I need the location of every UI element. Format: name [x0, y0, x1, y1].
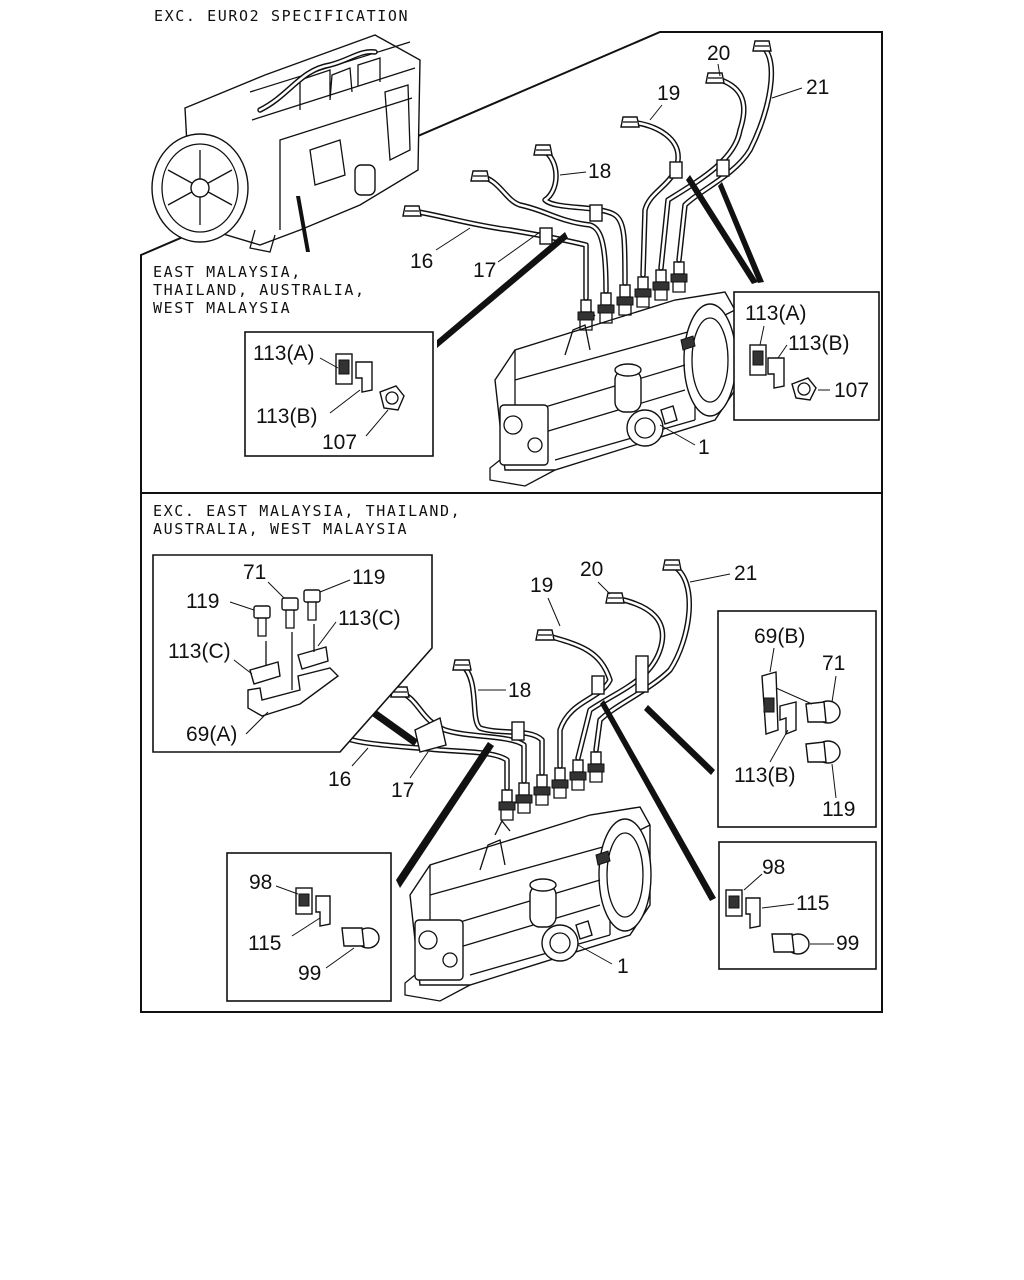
label-16-bottom: 16 [328, 768, 351, 791]
label-19-bottom: 19 [530, 574, 553, 597]
label-115-lower-left: 115 [248, 932, 281, 955]
label-113c-right: 113(C) [338, 607, 401, 630]
label-113a-top-left: 113(A) [253, 342, 314, 365]
label-71-upper-left: 71 [243, 561, 266, 584]
injection-pipes-top [402, 40, 775, 301]
label-113b-top-right: 113(B) [788, 332, 849, 355]
clip-inset-bottom-lower-left: 98 115 99 [226, 852, 392, 1002]
pointer-left-inset-top [437, 232, 568, 348]
top-section-frame [140, 31, 883, 494]
label-69a: 69(A) [186, 723, 237, 746]
label-107-top-left: 107 [322, 431, 357, 454]
label-99-lower-left: 99 [298, 962, 321, 985]
label-19: 19 [657, 82, 680, 105]
pointer-engine-to-pipes [296, 196, 310, 252]
label-113b-bottom: 113(B) [734, 764, 795, 787]
label-16: 16 [410, 250, 433, 273]
label-21-bottom: 21 [734, 562, 757, 585]
label-119-right: 119 [352, 566, 385, 589]
region-note-top: EAST MALAYSIA, THAILAND, AUSTRALIA, WEST… [153, 263, 366, 317]
bottom-section-frame [140, 492, 883, 1013]
label-18-bottom: 18 [508, 679, 531, 702]
label-98-lower-right: 98 [762, 856, 785, 879]
label-17: 17 [473, 259, 496, 282]
label-113c-left: 113(C) [168, 640, 231, 663]
pointer-upper-right-inset-bottom [644, 705, 715, 775]
bottom-part-labels: 16 17 18 19 20 21 1 [328, 558, 757, 978]
label-20: 20 [707, 42, 730, 65]
label-1-top: 1 [698, 436, 710, 459]
injection-nozzle-row-bottom [498, 751, 605, 821]
bottom-header-line-2: AUSTRALIA, WEST MALAYSIA [153, 520, 408, 538]
label-21: 21 [806, 76, 829, 99]
label-17-bottom: 17 [391, 779, 414, 802]
engine-overview-illustration [151, 34, 421, 253]
label-107-top-right: 107 [834, 379, 869, 402]
bracket-inset-bottom-upper-right: 69(B) 71 113(B) 119 [717, 610, 877, 828]
pointer-right-inset-top [686, 175, 758, 284]
bracket-inset-bottom-upper-left: 119 71 119 113(C) 113(C) 69(A) [152, 554, 433, 753]
region-note-line-1: EAST MALAYSIA, [153, 263, 302, 281]
injection-pump-bottom [404, 806, 652, 1002]
label-20-bottom: 20 [580, 558, 603, 581]
top-part-labels: 16 17 18 19 20 21 1 [410, 42, 829, 459]
label-119-upper-right: 119 [822, 798, 855, 821]
clip-inset-top-left: 113(A) 113(B) 107 [244, 331, 434, 457]
bottom-header-line-1: EXC. EAST MALAYSIA, THAILAND, [153, 502, 461, 520]
label-119-left: 119 [186, 590, 219, 613]
label-18: 18 [588, 160, 611, 183]
region-note-line-2: THAILAND, AUSTRALIA, [153, 281, 366, 299]
label-113b-top-left: 113(B) [256, 405, 317, 428]
pointer-right-inset-top-2 [718, 182, 764, 283]
label-1-bottom: 1 [617, 955, 629, 978]
pointer-lower-left-inset-bottom [396, 742, 494, 888]
injection-pipes-bottom [320, 559, 692, 791]
label-113a-top-right: 113(A) [745, 302, 806, 325]
label-71-upper-right: 71 [822, 652, 845, 675]
label-69b: 69(B) [754, 625, 805, 648]
pointer-lower-right-inset-bottom [600, 700, 716, 901]
clip-inset-bottom-lower-right: 98 115 99 [718, 841, 877, 970]
label-99-lower-right: 99 [836, 932, 859, 955]
clip-inset-top-right: 113(A) 113(B) 107 [733, 291, 880, 421]
region-note-line-3: WEST MALAYSIA [153, 299, 291, 317]
label-115-lower-right: 115 [796, 892, 829, 915]
label-98-lower-left: 98 [249, 871, 272, 894]
top-section-header: EXC. EURO2 SPECIFICATION [154, 7, 409, 25]
